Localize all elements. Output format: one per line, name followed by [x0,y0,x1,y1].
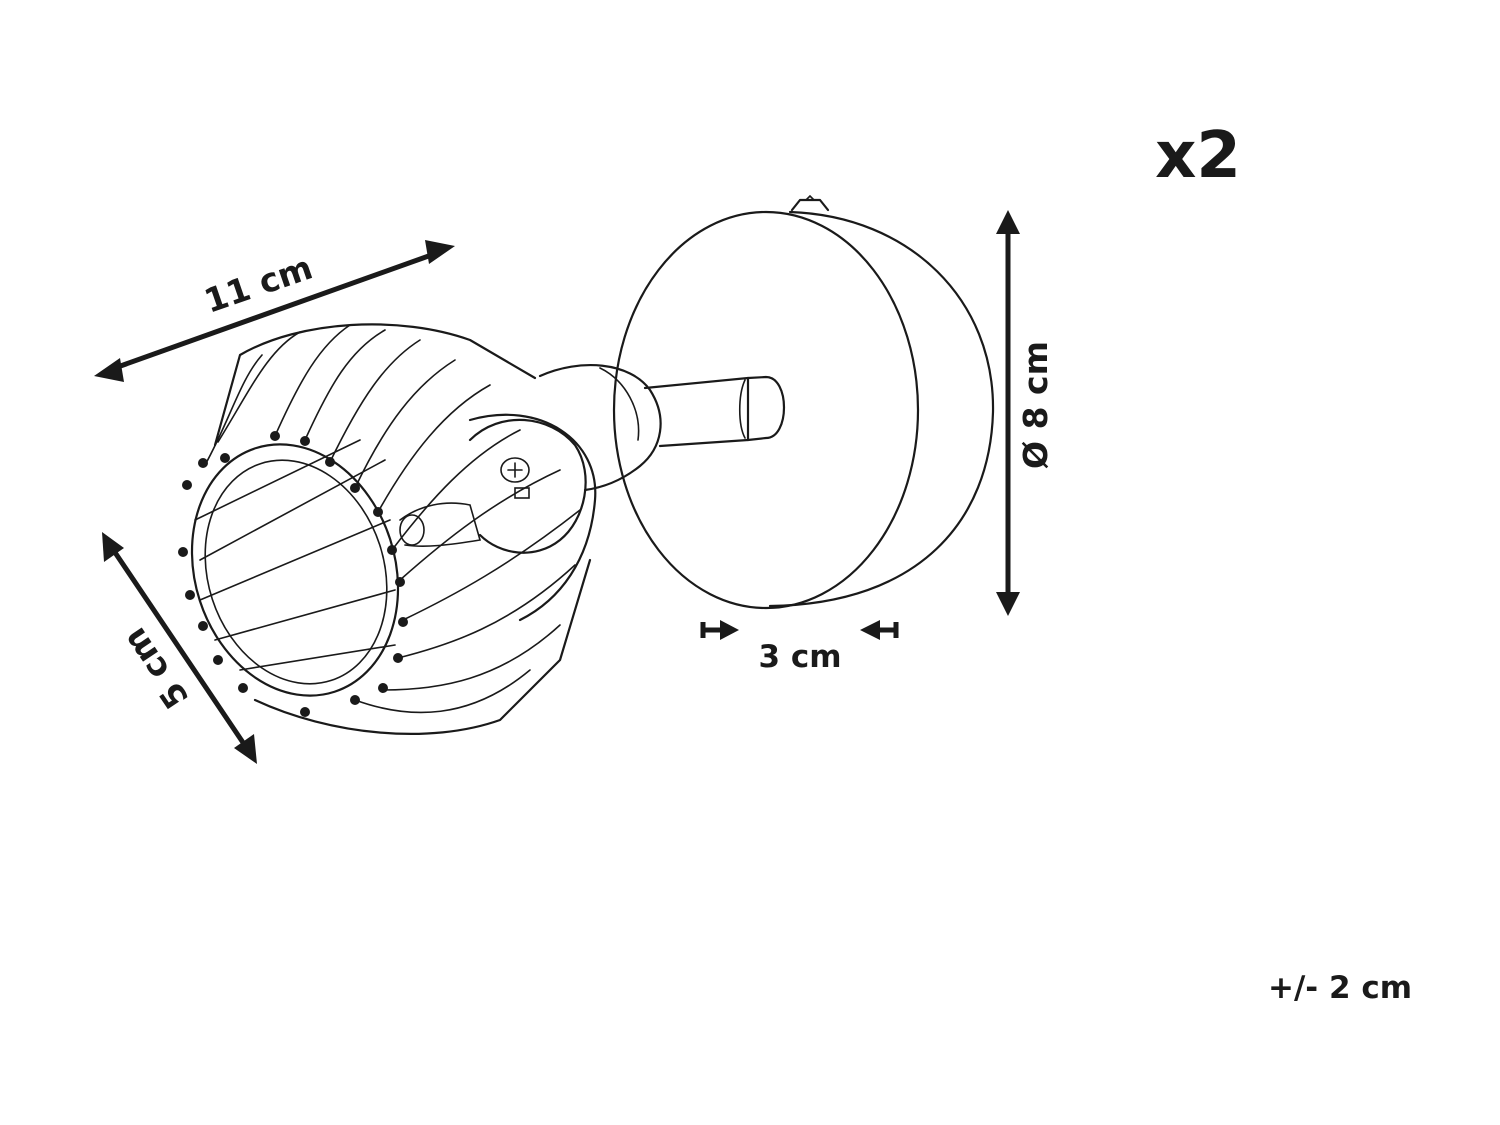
dimension-plate-depth-label: 3 cm [758,639,841,675]
bulb-socket [399,418,587,554]
dimension-plate-diameter: Ø 8 cm [996,210,1055,616]
dimension-plate-depth: 3 cm [700,620,899,675]
wall-plate [612,194,995,610]
dimension-shade-diameter: 5 cm [102,532,257,764]
tolerance-label: +/- 2 cm [1268,970,1412,1006]
wire-cage-shade [178,323,597,735]
dimension-length: 11 cm [94,240,455,382]
quantity-label: x2 [1155,119,1241,193]
dimension-plate-diameter-label: Ø 8 cm [1016,341,1055,469]
dimension-length-label: 11 cm [199,248,317,321]
arm-stem [538,364,785,492]
dimension-shade-diameter-label: 5 cm [115,621,197,716]
